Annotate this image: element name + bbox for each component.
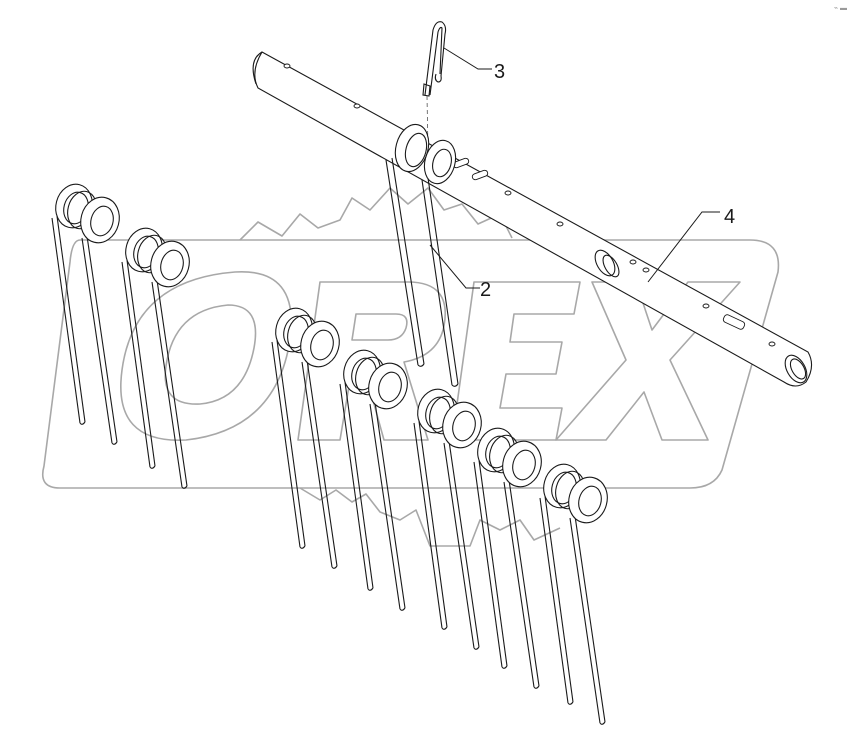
tine-1 <box>50 179 125 445</box>
callout-2: 2 <box>429 244 491 301</box>
callout-4: 4 <box>647 206 735 283</box>
leader-line-2 <box>429 244 480 289</box>
callout-label-3: 3 <box>494 61 505 83</box>
tine-5 <box>412 384 487 650</box>
part-3-clip <box>422 21 447 151</box>
leader-line-4 <box>647 211 720 283</box>
tine-4 <box>338 345 413 611</box>
callout-3: 3 <box>443 47 505 83</box>
leader-line-3 <box>443 47 492 70</box>
orex-watermark <box>41 187 780 547</box>
corner-mark: ⌁ ▬ <box>833 5 847 12</box>
tine-7 <box>538 459 613 725</box>
part-2-tines <box>50 123 613 725</box>
callout-label-2: 2 <box>480 279 491 301</box>
tine-2 <box>120 223 195 489</box>
tine-3 <box>270 303 345 569</box>
tine-6 <box>472 423 547 689</box>
callout-label-4: 4 <box>724 206 735 228</box>
part-4-tube <box>252 51 813 387</box>
tine-mounted-on-tube <box>385 123 459 387</box>
callouts: 2 3 4 <box>429 47 735 301</box>
